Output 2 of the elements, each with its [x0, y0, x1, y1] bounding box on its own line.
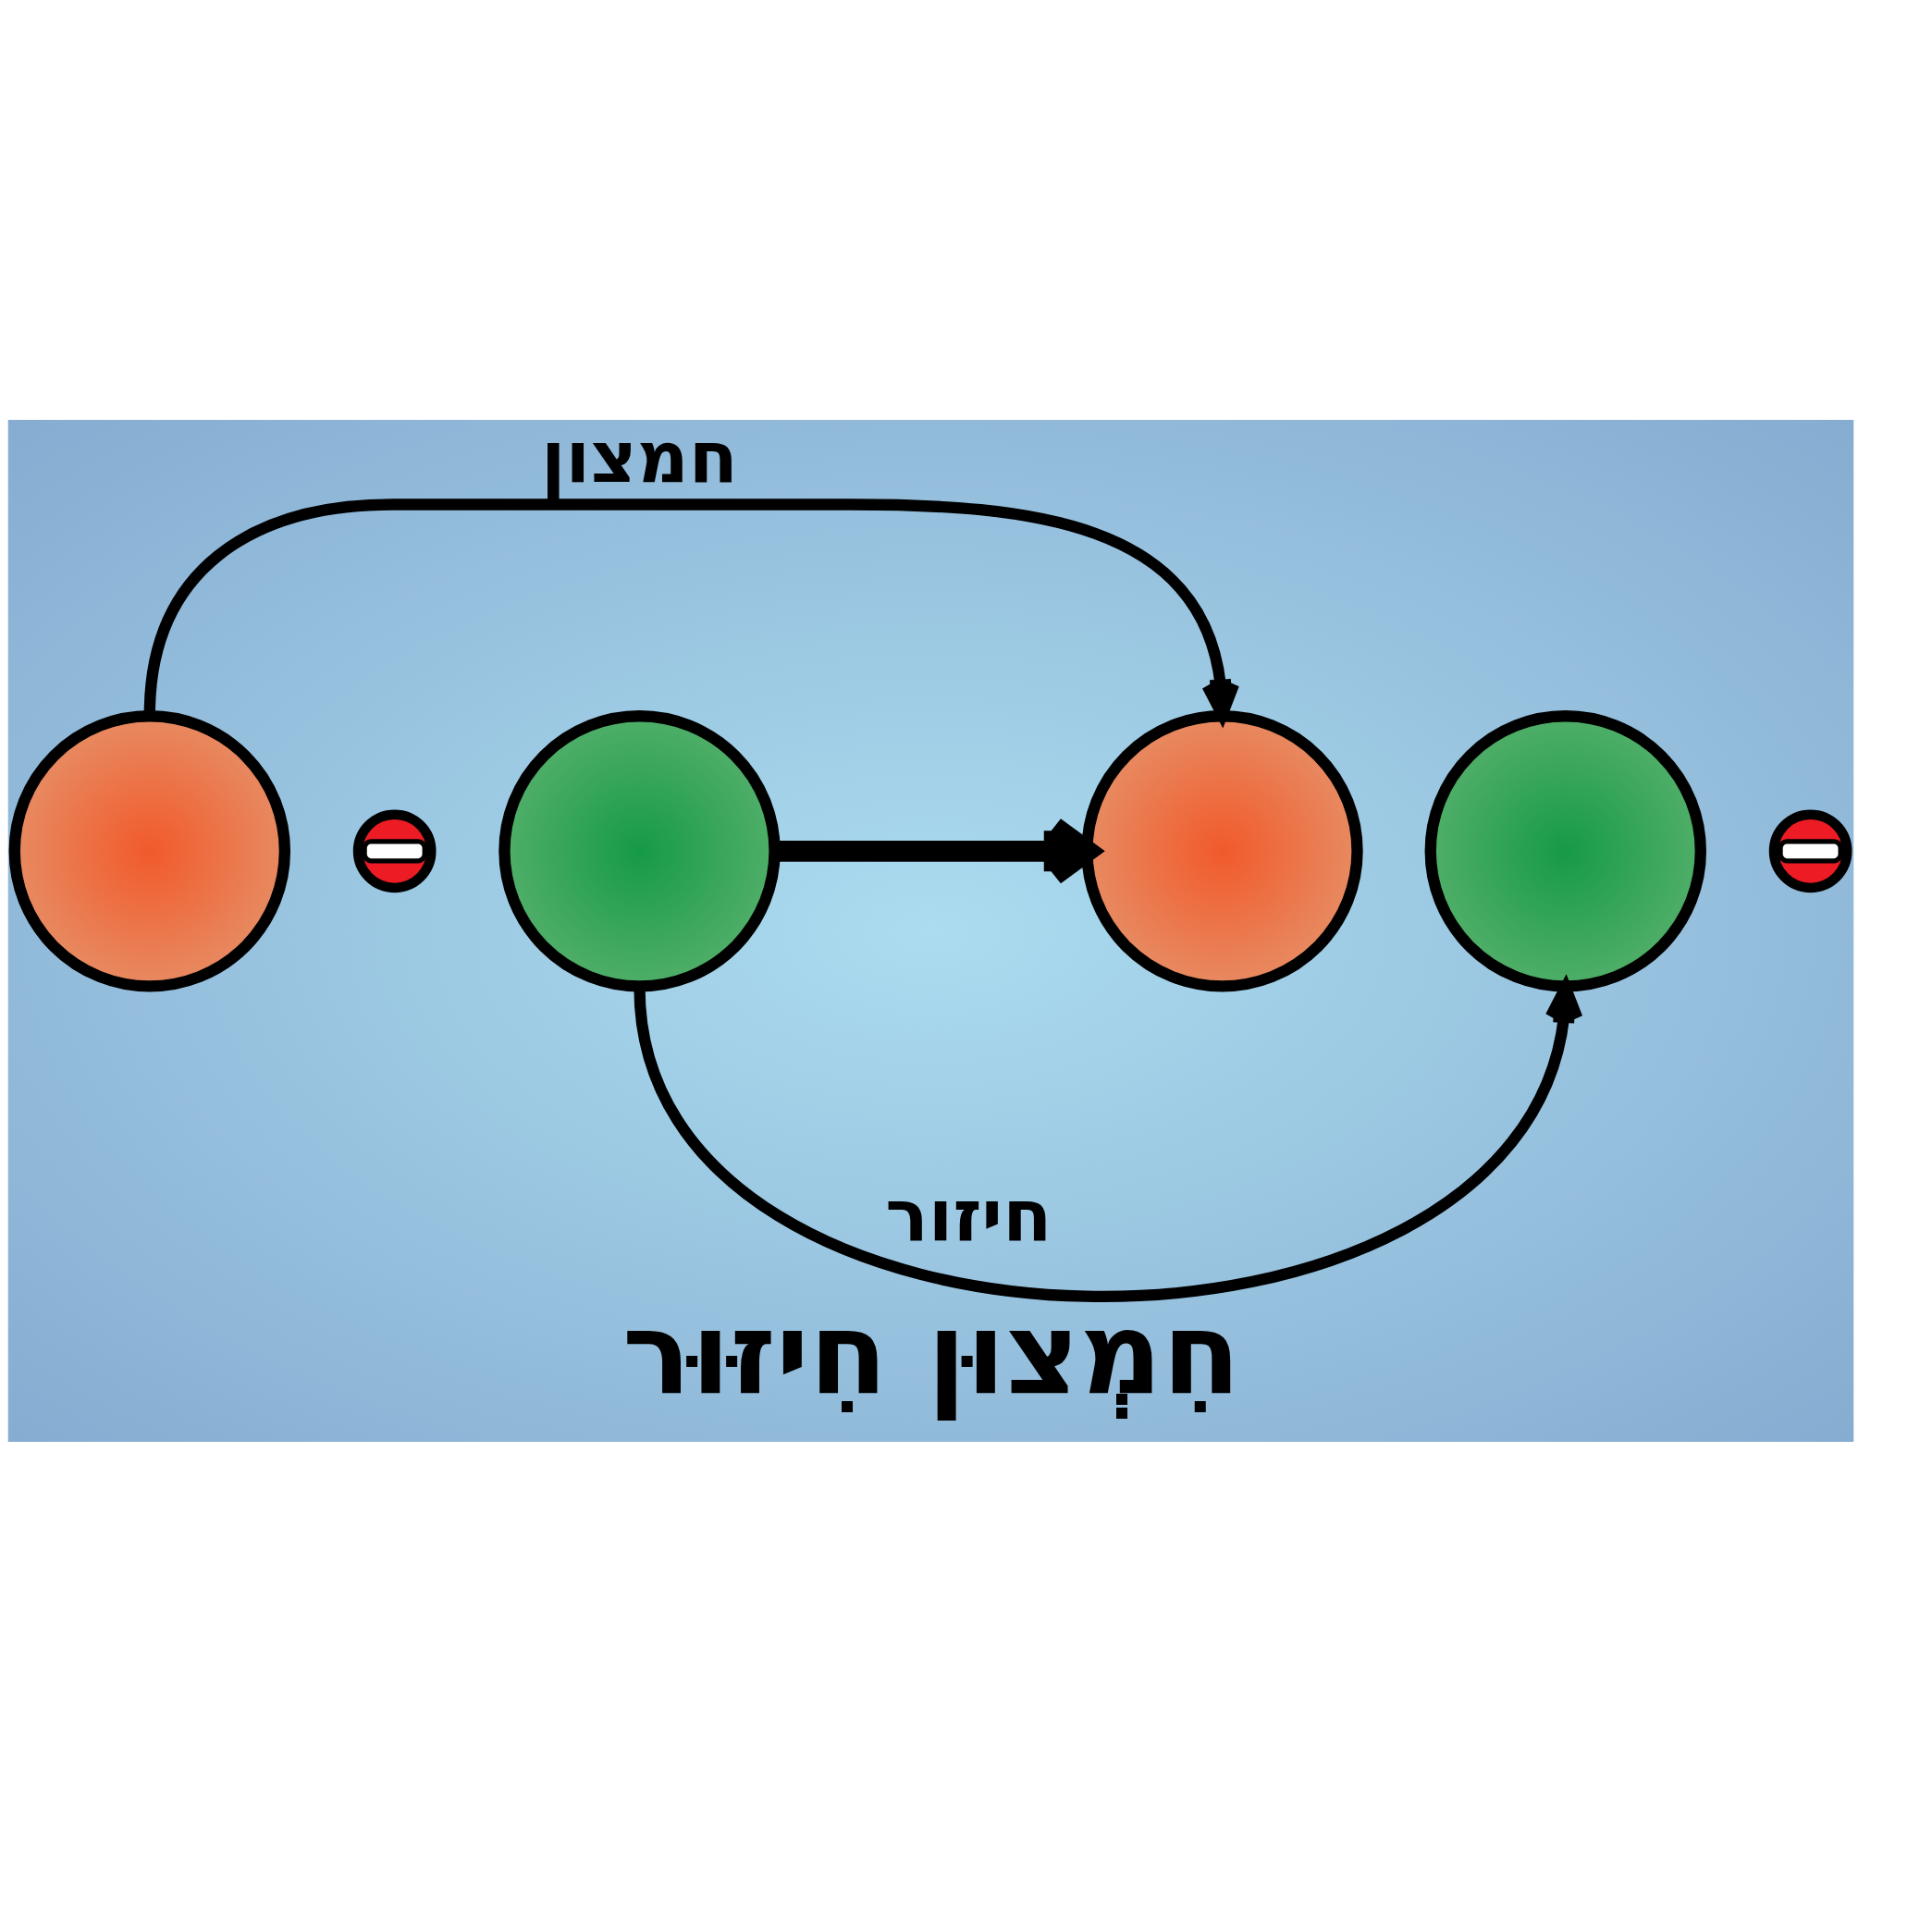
edge-label: חמצון	[541, 415, 738, 499]
diagram-title: חִמְצוּן חִיזּוּר	[622, 1287, 1241, 1421]
